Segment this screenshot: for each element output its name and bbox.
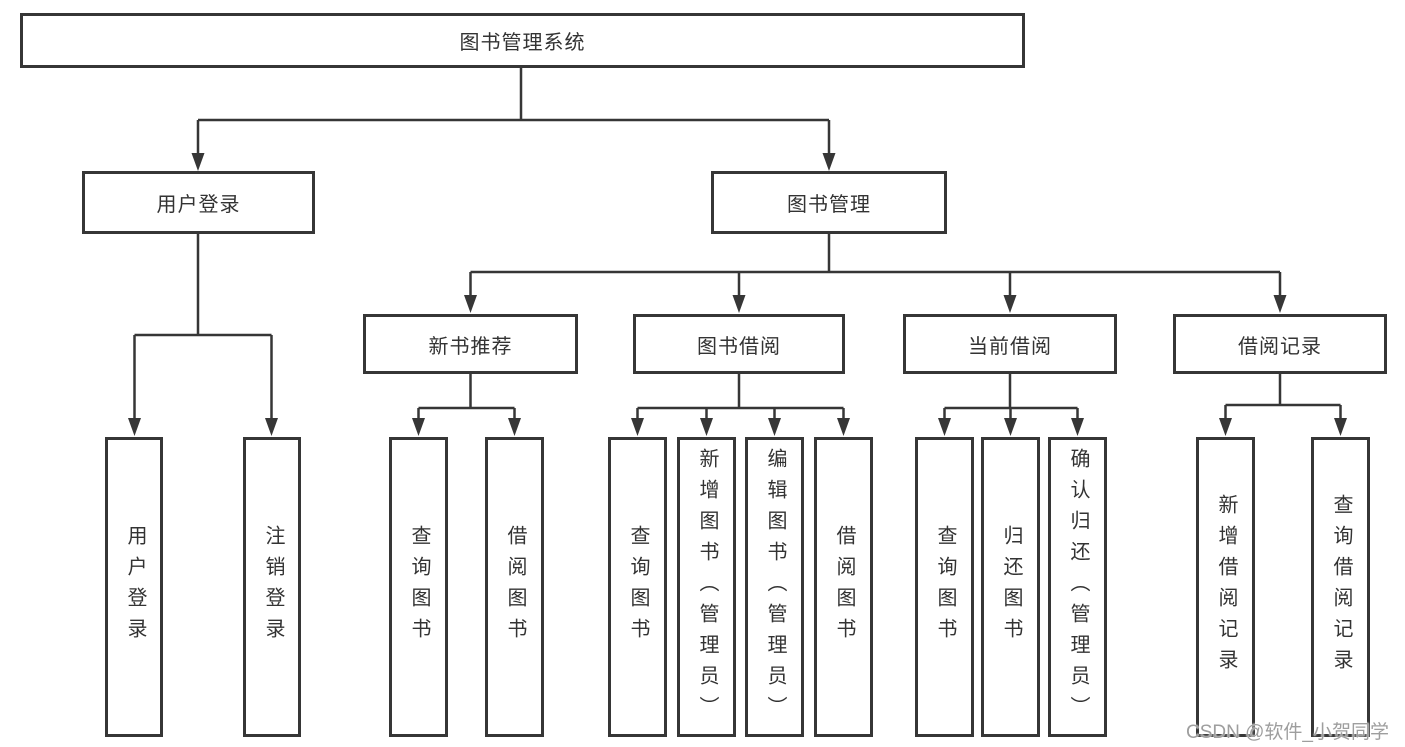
node-user-login: 用户登录 xyxy=(82,171,315,234)
leaf-add-book-admin: 新增图书（管理员） xyxy=(677,437,736,737)
node-current-borrowing: 当前借阅 xyxy=(903,314,1117,374)
node-book-management: 图书管理 xyxy=(711,171,947,234)
leaf-query-borrow-record: 查询借阅记录 xyxy=(1311,437,1370,737)
leaf-edit-book-admin: 编辑图书（管理员） xyxy=(745,437,804,737)
leaf-add-borrow-record: 新增借阅记录 xyxy=(1196,437,1255,737)
leaf-query-books-current: 查询图书 xyxy=(915,437,974,737)
node-library-system: 图书管理系统 xyxy=(20,13,1025,68)
leaf-return-books: 归还图书 xyxy=(981,437,1040,737)
leaf-borrow-books-recommend: 借阅图书 xyxy=(485,437,544,737)
node-book-borrowing: 图书借阅 xyxy=(633,314,845,374)
leaf-query-books-borrow: 查询图书 xyxy=(608,437,667,737)
leaf-user-login: 用户登录 xyxy=(105,437,163,737)
node-new-book-recommend: 新书推荐 xyxy=(363,314,578,374)
leaf-query-books-recommend: 查询图书 xyxy=(389,437,448,737)
watermark: CSDN @软件_小贺同学 xyxy=(1186,722,1389,743)
connector-path xyxy=(133,66,1342,423)
leaf-borrow-books: 借阅图书 xyxy=(814,437,873,737)
node-borrowing-records: 借阅记录 xyxy=(1173,314,1387,374)
leaf-confirm-return-admin: 确认归还（管理员） xyxy=(1048,437,1107,737)
leaf-logout: 注销登录 xyxy=(243,437,301,737)
